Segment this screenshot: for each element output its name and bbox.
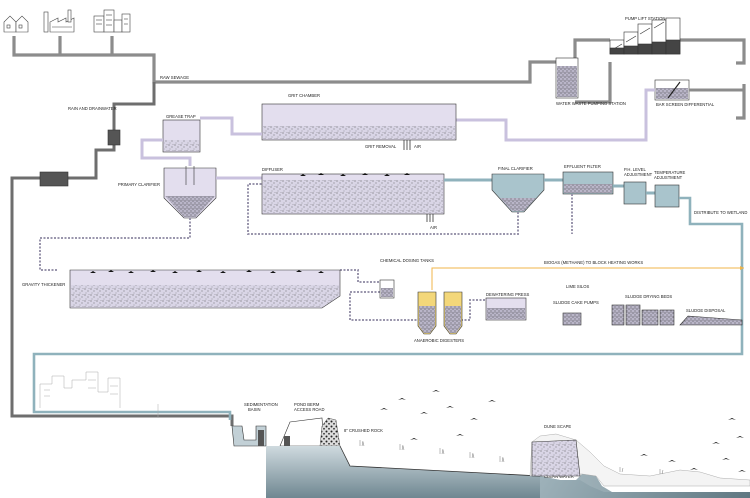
temperature-adjustment-tank — [654, 184, 680, 208]
grease-trap-label: GREASE TRAP — [166, 114, 196, 119]
access-road-label: ACCESS ROAD — [294, 407, 324, 412]
crushed-rock — [319, 417, 341, 447]
basin-label: BASIN — [248, 407, 261, 412]
pond-berm-label: POND BERM — [294, 402, 320, 407]
dewatering-press — [485, 297, 527, 321]
sludge-disposal-label: SLUDGE DISPOSAL — [686, 308, 726, 313]
ph-level-label: P.H. LEVEL — [624, 167, 646, 172]
pump-lift-station — [609, 17, 681, 55]
grit-to-grease-pipe — [200, 116, 262, 136]
anaerobic-digesters — [417, 291, 463, 335]
grit-removal-label: GRIT REMOVAL — [365, 144, 397, 149]
wetland-grass-icon — [359, 440, 664, 475]
rain-drain-tank — [39, 171, 69, 187]
sedimentation-label: SEDIMENTATION — [244, 402, 278, 407]
clean-water-channel — [540, 474, 750, 498]
city-buildings-icon — [93, 9, 131, 33]
air-bottom-label: AIR — [430, 225, 437, 230]
water-waste-pumping-station — [555, 57, 579, 99]
flying-birds-icon — [380, 390, 746, 472]
sludge-cake-pumps-label: SLUDGE CAKE PUMPS — [553, 300, 599, 305]
clean-water-label: CLEAN WATER — [544, 474, 574, 479]
factory-icon — [43, 9, 75, 33]
distribute-to-wetland-label: DISTRIBUTE TO WETLAND — [694, 210, 747, 215]
wetland-slope — [339, 445, 541, 477]
sedimentation-basin — [231, 425, 267, 447]
biogas-arrow — [740, 266, 744, 270]
chemical-dosing-tank — [379, 279, 395, 299]
water-waste-pumping-station-label: WATER WASTE PUMPING STATION — [556, 101, 626, 106]
rain-drainwater-label: RAIN AND DRAINWATER — [68, 106, 117, 111]
biogas-line — [431, 267, 744, 290]
wetland-water — [266, 446, 750, 498]
sludge-drying-beds-label: SLUDGE DRYING BEDS — [625, 294, 672, 299]
dewatering-press-label: DEWATERING PRESS — [486, 292, 529, 297]
primary-clarifier-label: PRIMARY CLARIFIER — [118, 182, 160, 187]
gravity-thickener-label: GRAVITY THICKENER — [22, 282, 65, 287]
thickener-birds-icon — [90, 270, 324, 273]
effluent-filter — [562, 171, 614, 195]
chemical-dosing-tanks-label: CHEMICAL DOSING TANKS — [380, 258, 434, 263]
air-top-label: AIR — [414, 144, 421, 149]
grit-chamber-label: GRIT CHAMBER — [288, 93, 320, 98]
dune-scape-label: DUNE SCAPE — [544, 424, 571, 429]
temp-to-wetland-pipe — [32, 196, 744, 420]
ph-adjustment-label: ADJUSTMENT — [624, 172, 653, 177]
sludge-drying-beds — [611, 304, 675, 326]
houses-icon — [3, 15, 29, 33]
grease-to-primary-pipe — [140, 138, 192, 166]
temperature-adjustment-label: ADJUSTMENT — [654, 175, 683, 180]
diffuser-tank — [261, 173, 445, 222]
temperature-label: TEMPERATURE — [654, 170, 686, 175]
gravity-thickener — [69, 269, 341, 309]
sludge-disposal-pile — [679, 315, 743, 326]
raw-sewage-label: RAW SEWAGE — [160, 75, 189, 80]
final-clarifier — [491, 173, 545, 213]
ph-adjustment-tank — [623, 181, 647, 205]
sludge-return-lines — [39, 183, 573, 321]
bar-screen-differential-label: BAR SCREEN DIFFERENTIAL — [656, 102, 715, 107]
bar-screen-differential — [654, 79, 690, 101]
primary-clarifier — [163, 166, 217, 219]
final-clarifier-label: FINAL CLARIFIER — [498, 166, 533, 171]
pump-lift-station-label: PUMP LIFT STATION — [625, 16, 665, 21]
screen-to-grit-pipe — [456, 88, 655, 142]
rain-drain-junction-box — [107, 129, 121, 146]
effluent-filter-label: EFFLUENT FILTER — [564, 164, 601, 169]
crushed-rock-label: 8" CRUSHED ROCK — [344, 428, 383, 433]
diffuser-birds-icon — [300, 173, 410, 176]
dune-scape — [529, 433, 750, 487]
rain-drain-pipes — [10, 82, 234, 426]
lime-silos-label: LIME SILOS — [566, 284, 589, 289]
grease-trap — [162, 119, 201, 153]
grit-chamber — [261, 103, 457, 150]
sludge-cake-pump — [562, 312, 582, 326]
biogas-label: BIOGAS (METHANE) TO BLOCK HEATING WORKS — [544, 260, 643, 265]
city-skyline-outline — [39, 371, 159, 418]
anaerobic-digesters-label: ANAEROBIC DIGESTERS — [414, 338, 464, 343]
pond-berm — [279, 417, 325, 447]
diffuser-label: DIFFUSER — [262, 167, 283, 172]
bar-screen-feed-pipe — [689, 84, 746, 92]
